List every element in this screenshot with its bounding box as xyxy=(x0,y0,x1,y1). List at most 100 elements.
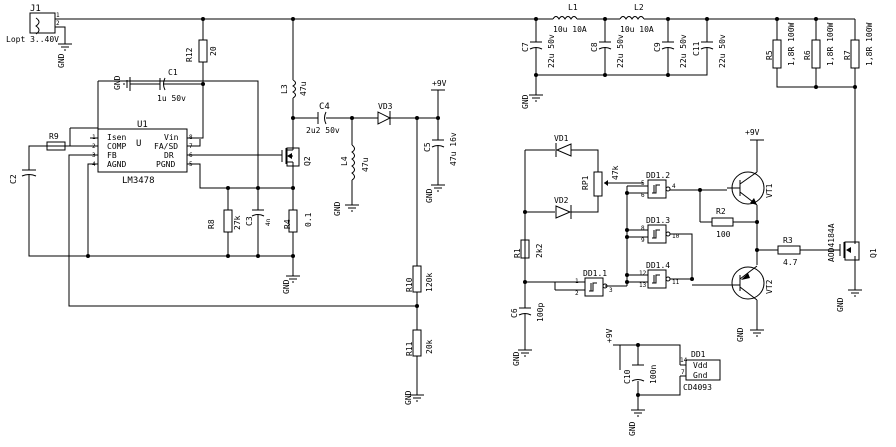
svg-text:R2: R2 xyxy=(716,207,726,216)
svg-text:22u 50v: 22u 50v xyxy=(718,34,727,68)
svg-text:C10: C10 xyxy=(623,369,632,384)
svg-text:VD2: VD2 xyxy=(554,196,569,205)
svg-text:1,8R 100W: 1,8R 100W xyxy=(826,22,835,66)
gnd-symbol-c6: GND xyxy=(512,349,532,366)
resistors: R12 20 R9 R8 27k R4 0.1 R10 120k R11 20k xyxy=(46,22,874,357)
svg-text:GND: GND xyxy=(425,188,434,203)
svg-text:DD1: DD1 xyxy=(691,350,706,359)
svg-text:GND: GND xyxy=(628,421,637,436)
svg-text:3: 3 xyxy=(92,152,96,159)
svg-text:R12: R12 xyxy=(185,47,194,62)
svg-text:VD3: VD3 xyxy=(378,102,393,111)
svg-text:100n: 100n xyxy=(649,365,658,384)
vcc-symbol-c5: +9V xyxy=(431,79,447,91)
gnd-symbol-c5: GND xyxy=(425,184,445,203)
svg-text:C6: C6 xyxy=(510,308,519,318)
svg-text:L2: L2 xyxy=(634,3,644,12)
capacitor-c5: C5 47u 16v xyxy=(423,132,458,166)
wires xyxy=(28,18,856,410)
svg-text:Vdd: Vdd xyxy=(693,361,708,370)
svg-text:R3: R3 xyxy=(783,236,793,245)
svg-text:27k: 27k xyxy=(233,215,242,230)
capacitor-c7: C7 22u 50v xyxy=(521,34,556,68)
svg-text:L3: L3 xyxy=(280,84,289,94)
svg-text:GND: GND xyxy=(333,201,342,216)
ground-symbols: GND GND GND GND GND GND GND GND xyxy=(57,43,862,436)
resistor-r4: R4 0.1 xyxy=(283,209,313,233)
j1-label: Lopt 3..40V xyxy=(6,35,59,44)
gnd-symbol-c10: GND xyxy=(628,409,645,436)
svg-text:22u 50v: 22u 50v xyxy=(547,34,556,68)
svg-text:+9V: +9V xyxy=(605,328,614,343)
svg-text:R1: R1 xyxy=(513,248,522,258)
svg-text:VT2: VT2 xyxy=(765,279,774,294)
svg-text:L4: L4 xyxy=(340,156,349,166)
capacitor-c3: C3 4n xyxy=(245,209,272,226)
j1-pin2: 2 xyxy=(56,20,60,27)
diodes: VD3 VD1 VD2 xyxy=(377,102,572,219)
resistor-r7: R7 1,8R 100W xyxy=(843,22,874,69)
u1-logo: U xyxy=(136,139,141,149)
svg-text:VT1: VT1 xyxy=(765,183,774,198)
gnd-symbol-l4: GND xyxy=(333,201,359,216)
gnd-symbol-c7: GND xyxy=(521,94,543,109)
diode-vd2: VD2 xyxy=(554,196,572,219)
svg-text:DD1.3: DD1.3 xyxy=(646,216,670,225)
svg-text:2u2 50v: 2u2 50v xyxy=(306,126,340,135)
svg-text:FA/SD: FA/SD xyxy=(154,142,178,151)
svg-text:14: 14 xyxy=(680,357,688,364)
nand-gate-dd1-4: DD1.4 12 13 11 xyxy=(639,261,685,289)
svg-text:5: 5 xyxy=(189,161,193,168)
svg-text:DR: DR xyxy=(164,151,174,160)
svg-text:1,8R 100W: 1,8R 100W xyxy=(865,22,874,66)
svg-text:C4: C4 xyxy=(319,102,330,112)
svg-text:GND: GND xyxy=(836,297,845,312)
vcc-symbol-vt1: +9V xyxy=(745,128,764,141)
svg-text:VD1: VD1 xyxy=(554,134,569,143)
u1-part: LM3478 xyxy=(122,176,155,186)
svg-text:FB: FB xyxy=(107,151,117,160)
svg-text:7: 7 xyxy=(189,143,193,150)
svg-text:GND: GND xyxy=(57,53,66,68)
svg-text:AGND: AGND xyxy=(107,160,126,169)
svg-text:2k2: 2k2 xyxy=(535,243,544,258)
svg-text:10: 10 xyxy=(672,233,680,240)
svg-text:C2: C2 xyxy=(9,174,18,184)
svg-text:Isen: Isen xyxy=(107,133,126,142)
resistor-r6: R6 1,8R 100W xyxy=(803,22,835,69)
svg-text:4: 4 xyxy=(92,161,96,168)
svg-text:C3: C3 xyxy=(245,216,254,226)
svg-text:R6: R6 xyxy=(803,50,812,60)
nand-gate-dd1-1: DD1.1 1 2 3 xyxy=(562,269,613,297)
capacitor-c11: C11 22u 50v xyxy=(692,34,727,68)
svg-text:8: 8 xyxy=(189,134,193,141)
svg-text:DD1.1: DD1.1 xyxy=(583,269,607,278)
capacitors: C1 1u 50v C2 C3 4n C4 2u2 50v xyxy=(9,34,727,384)
potentiometer-rp1: RP1 47k xyxy=(581,165,620,197)
svg-text:20k: 20k xyxy=(425,339,434,354)
gnd-symbol-r4: GND xyxy=(282,275,300,294)
svg-text:13: 13 xyxy=(639,282,647,289)
svg-text:PGND: PGND xyxy=(156,160,175,169)
svg-text:6: 6 xyxy=(189,152,193,159)
supply-symbols: +9V +9V +9V xyxy=(431,79,764,346)
svg-text:DD1.2: DD1.2 xyxy=(646,171,670,180)
connector-j1: J1 1 2 Lopt 3..40V xyxy=(6,4,65,44)
svg-text:R7: R7 xyxy=(843,50,852,60)
svg-text:R4: R4 xyxy=(283,219,292,229)
svg-text:R11: R11 xyxy=(405,341,414,356)
capacitor-c10: C10 100n xyxy=(623,364,658,384)
svg-text:R10: R10 xyxy=(405,277,414,292)
gnd-symbol-q1: GND xyxy=(836,289,862,312)
inductor-l3: L3 47u xyxy=(280,79,308,99)
svg-text:RP1: RP1 xyxy=(581,175,590,190)
nand-gate-dd1-3: DD1.3 8 9 10 xyxy=(641,216,685,244)
svg-text:5: 5 xyxy=(641,180,645,187)
capacitor-c4: C4 2u2 50v xyxy=(306,102,340,135)
inductors: L3 47u L4 47u L1 10u 10A L2 10u 10A xyxy=(280,3,660,181)
svg-text:CD4093: CD4093 xyxy=(683,383,712,392)
svg-text:+9V: +9V xyxy=(745,128,760,137)
resistor-r8: R8 27k xyxy=(207,209,242,233)
u1-ref: U1 xyxy=(137,120,148,130)
svg-text:2: 2 xyxy=(92,143,96,150)
